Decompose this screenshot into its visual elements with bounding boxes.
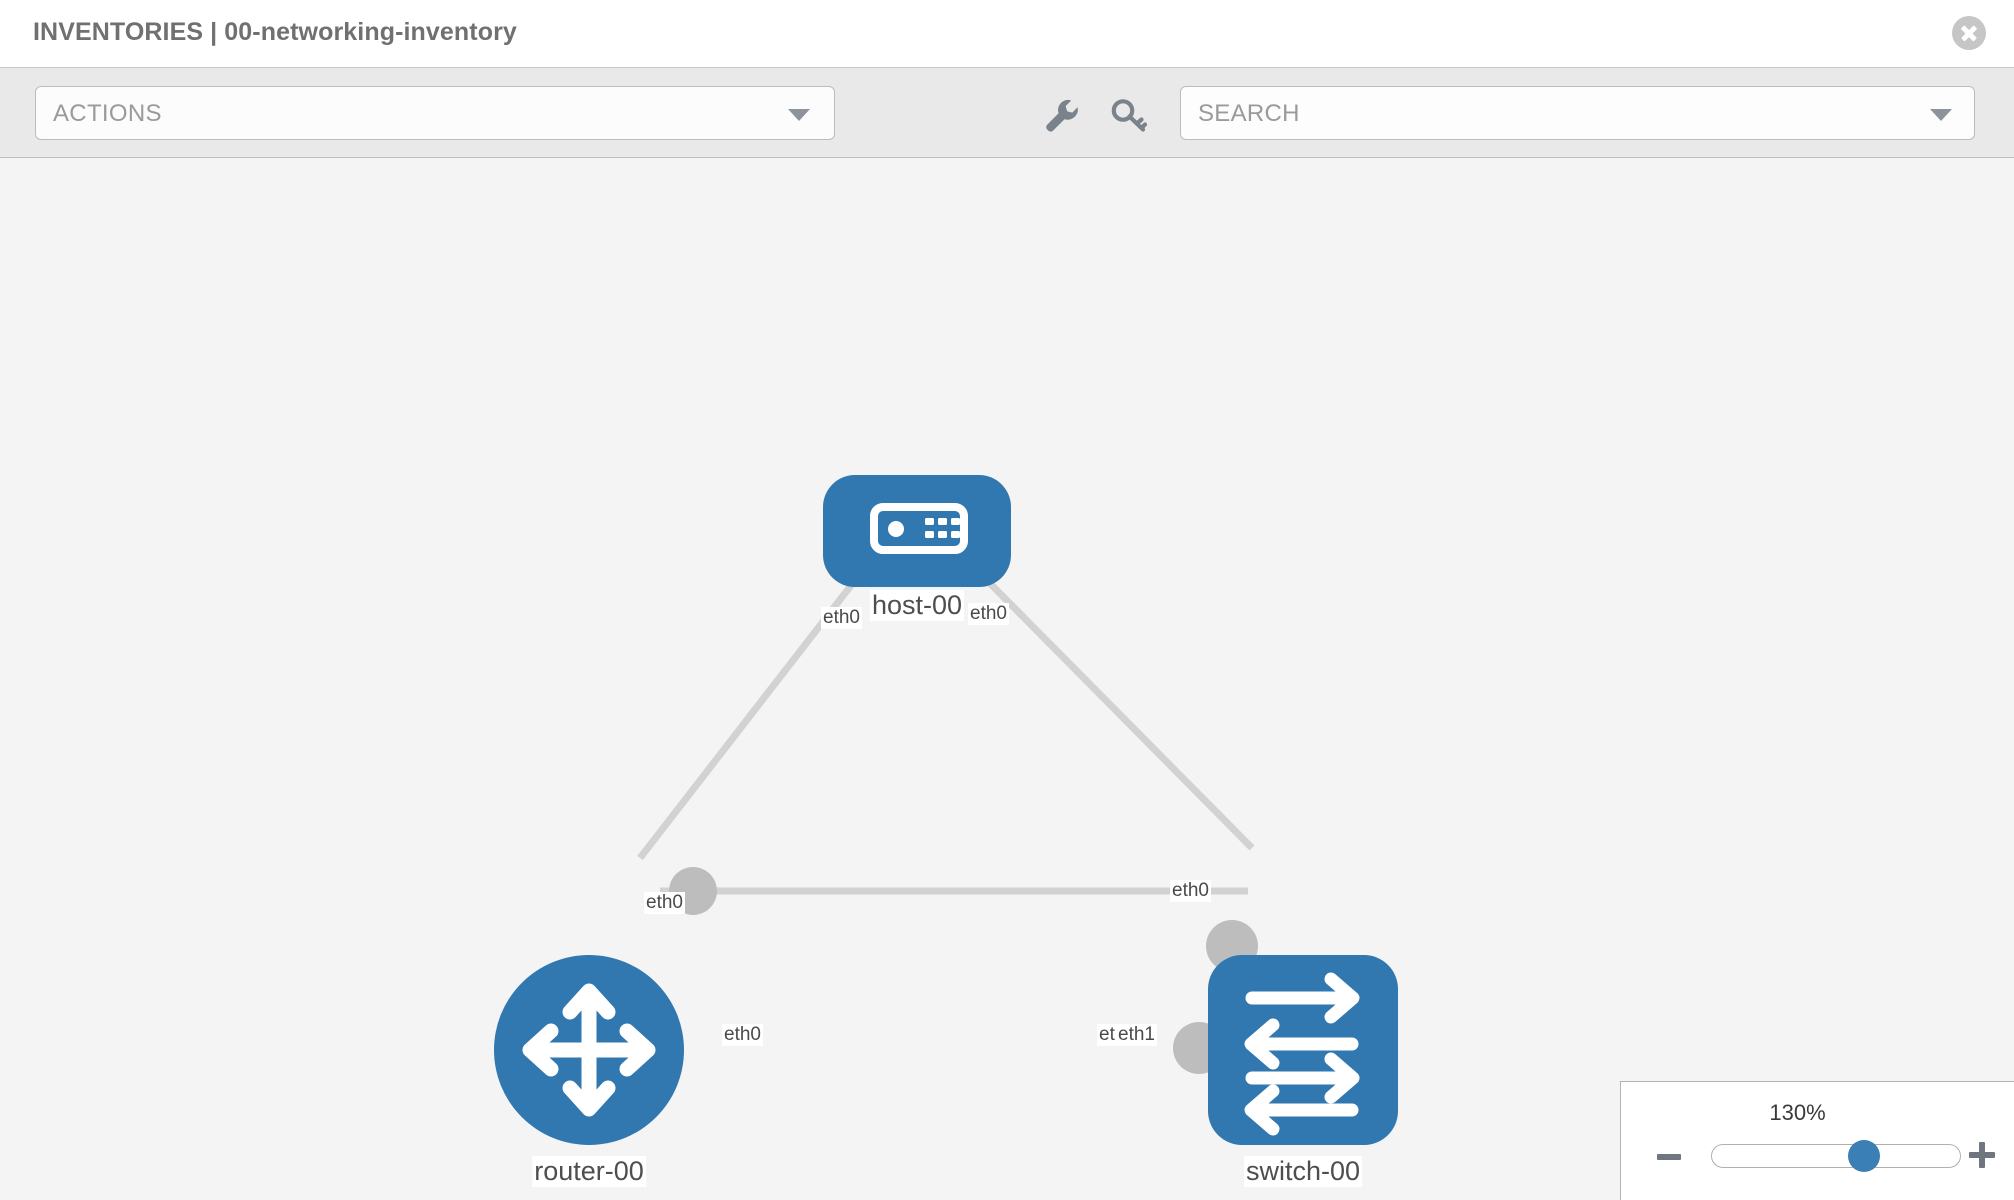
edge-label-host00-right: eth0 bbox=[968, 603, 1009, 625]
search-placeholder: SEARCH bbox=[1198, 100, 1300, 127]
edge-host00-switch00 bbox=[952, 545, 1255, 851]
actions-dropdown[interactable]: ACTIONS bbox=[35, 86, 835, 140]
edge-label-switch00-uplink: eth0 bbox=[1170, 880, 1211, 902]
zoom-in-icon-bar-v bbox=[1979, 1142, 1985, 1168]
graph-edges bbox=[637, 545, 1255, 895]
zoom-control-panel: 130% bbox=[1620, 1081, 2014, 1200]
node-label-router-00: router-00 bbox=[532, 1156, 646, 1187]
node-host-00 bbox=[823, 475, 1011, 587]
edge-host00-router00 bbox=[637, 545, 883, 861]
edge-label-router00-eth0: eth0 bbox=[722, 1024, 763, 1046]
chevron-down-icon bbox=[788, 109, 810, 121]
zoom-slider-thumb[interactable] bbox=[1848, 1140, 1881, 1172]
zoom-in-button[interactable] bbox=[1969, 1142, 1995, 1168]
toolbar: ACTIONS SEARCH bbox=[0, 68, 2014, 158]
actions-dropdown-label: ACTIONS bbox=[53, 100, 162, 127]
close-icon[interactable] bbox=[1952, 16, 1986, 50]
wrench-icon[interactable] bbox=[1040, 94, 1082, 136]
node-label-host-00: host-00 bbox=[869, 590, 965, 621]
node-label-switch-00: switch-00 bbox=[1243, 1156, 1363, 1187]
zoom-out-button[interactable] bbox=[1657, 1154, 1681, 1160]
topology-canvas[interactable]: host-00 router-00 switch-00 eth0 eth0 et… bbox=[0, 158, 2014, 1200]
page-header: INVENTORIES | 00-networking-inventory bbox=[0, 0, 2014, 68]
node-switch-00 bbox=[1208, 955, 1398, 1145]
edge-label-switch00-eth1: eth1 bbox=[1116, 1024, 1157, 1046]
topology-graph bbox=[494, 475, 1398, 1145]
key-icon[interactable] bbox=[1108, 94, 1150, 136]
zoom-level-text: 130% bbox=[1769, 1100, 1826, 1125]
chevron-down-icon[interactable] bbox=[1930, 109, 1952, 121]
edge-label-host00-left: eth0 bbox=[821, 607, 862, 629]
search-input[interactable]: SEARCH bbox=[1180, 86, 1975, 140]
zoom-slider-track[interactable] bbox=[1711, 1144, 1961, 1168]
node-router-00 bbox=[494, 955, 684, 1145]
edge-label-router00-uplink: eth0 bbox=[644, 892, 685, 914]
page-title: INVENTORIES | 00-networking-inventory bbox=[33, 18, 517, 46]
